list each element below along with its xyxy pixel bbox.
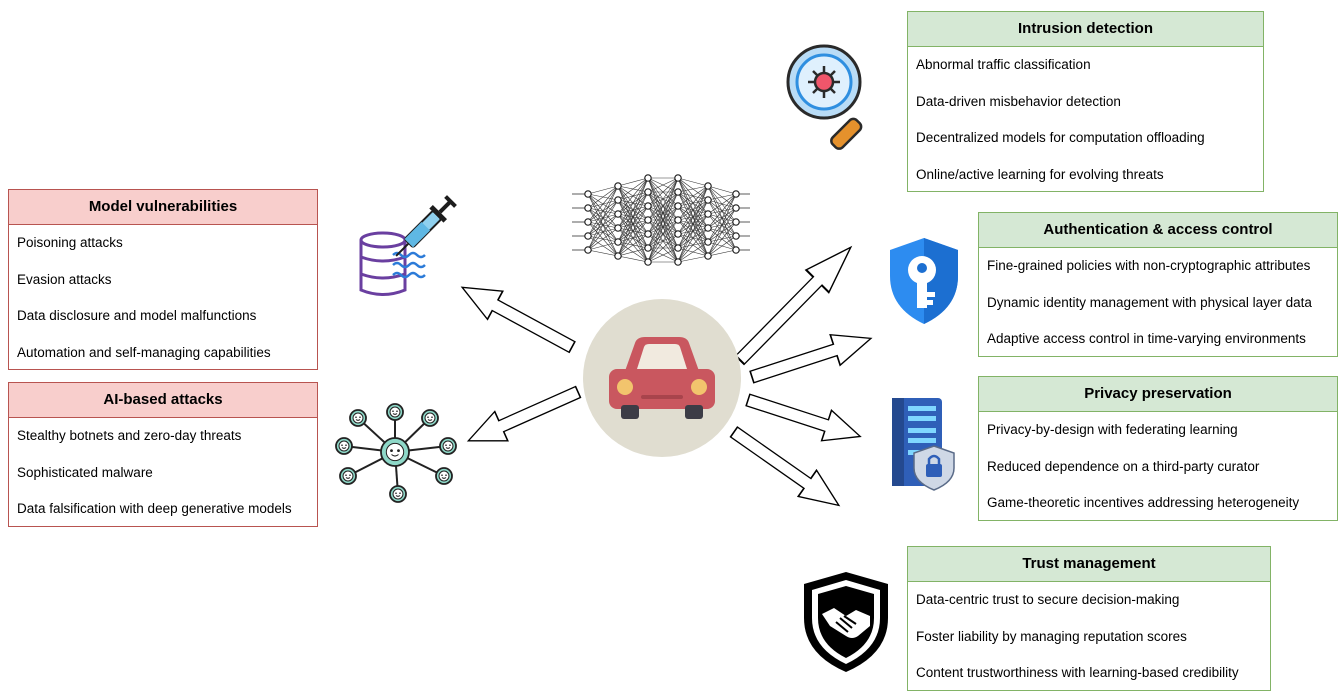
ai-attacks-panel: AI-based attacks Stealthy botnets and ze… xyxy=(8,382,318,527)
list-item: Sophisticated malware xyxy=(17,464,153,480)
car-icon xyxy=(583,299,741,457)
list-item: Data disclosure and model malfunctions xyxy=(17,308,257,323)
panel-title: Authentication & access control xyxy=(979,213,1337,248)
botnet-icon xyxy=(335,403,457,503)
list-item: Data-driven misbehavior detection xyxy=(916,93,1121,109)
handshake-shield-icon xyxy=(804,572,888,672)
trust-panel: Trust management Data-centric trust to s… xyxy=(907,546,1271,691)
list-item: Decentralized models for computation off… xyxy=(916,130,1205,145)
list-item: Reduced dependence on a third-party cura… xyxy=(987,458,1260,474)
magnifier-virus-icon xyxy=(786,44,863,150)
privacy-panel: Privacy preservation Privacy-by-design w… xyxy=(978,376,1338,521)
panel-title: Trust management xyxy=(908,547,1270,582)
model-vulnerabilities-panel: Model vulnerabilities Poisoning attacks … xyxy=(8,189,318,370)
panel-title: Intrusion detection xyxy=(908,12,1263,47)
list-item: Dynamic identity management with physica… xyxy=(987,294,1312,310)
shield-key-icon xyxy=(890,238,958,324)
list-item: Fine-grained policies with non-cryptogra… xyxy=(987,258,1311,273)
list-item: Online/active learning for evolving thre… xyxy=(916,166,1164,182)
list-item: Abnormal traffic classification xyxy=(916,57,1091,72)
list-item: Stealthy botnets and zero-day threats xyxy=(17,428,242,443)
list-item: Automation and self-managing capabilitie… xyxy=(17,344,271,360)
list-item: Game-theoretic incentives addressing het… xyxy=(987,495,1300,510)
panel-title: Model vulnerabilities xyxy=(9,190,317,225)
panel-title: AI-based attacks xyxy=(9,383,317,418)
list-item: Foster liability by managing reputation … xyxy=(916,628,1187,644)
arrow-to-ai-attacks xyxy=(461,376,586,457)
list-item: Evasion attacks xyxy=(17,271,112,287)
list-item: Privacy-by-design with federating learni… xyxy=(987,422,1238,437)
list-item: Adaptive access control in time-varying … xyxy=(987,331,1306,346)
neural-network-icon xyxy=(572,174,750,266)
database-syringe-icon xyxy=(359,195,457,296)
panel-title: Privacy preservation xyxy=(979,377,1337,412)
authentication-panel: Authentication & access control Fine-gra… xyxy=(978,212,1338,357)
list-item: Poisoning attacks xyxy=(17,235,123,250)
list-item: Data falsification with deep generative … xyxy=(17,501,292,516)
server-lock-icon xyxy=(892,398,955,491)
list-item: Data-centric trust to secure decision-ma… xyxy=(916,592,1180,607)
intrusion-detection-panel: Intrusion detection Abnormal traffic cla… xyxy=(907,11,1264,192)
arrow-to-privacy xyxy=(742,384,866,453)
list-item: Content trustworthiness with learning-ba… xyxy=(916,665,1239,680)
